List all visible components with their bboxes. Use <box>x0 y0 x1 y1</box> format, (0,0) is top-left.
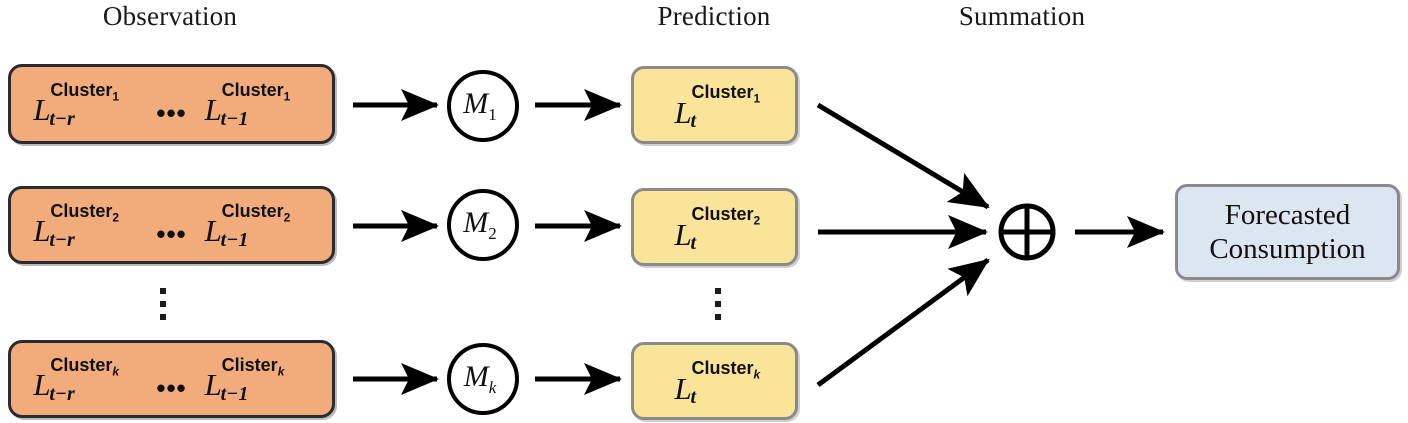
arrow-prediction-1-to-summation <box>816 102 990 210</box>
term-subscript: t−r <box>49 108 75 130</box>
observation-box-cluster-2[interactable]: L Cluster2 t−r ••• L Cluster2 t−1 <box>8 186 335 264</box>
model-label-2: M2 <box>463 206 497 243</box>
forecasted-consumption-box[interactable]: Forecasted Consumption <box>1175 184 1400 280</box>
model-circle-1[interactable]: M1 <box>447 70 519 142</box>
prediction-vertical-ellipsis <box>715 288 721 320</box>
model-circle-k[interactable]: Mk <box>447 343 519 415</box>
dot <box>160 301 166 307</box>
output-line-1: Forecasted <box>1224 198 1351 231</box>
term-superscript: Cluster1 <box>50 80 120 104</box>
prediction-box-cluster-2[interactable]: L Cluster2 t <box>631 188 798 266</box>
term-subscript: t <box>690 110 697 132</box>
term-superscript: Clusterk <box>50 355 120 379</box>
term-subscript: t−r <box>49 383 75 405</box>
term-base: L <box>204 213 222 248</box>
horizontal-ellipsis: ••• <box>156 98 187 128</box>
observation-row-k-content: L Clusterk t−r ••• L Clisterk t−1 <box>33 355 310 404</box>
term-observation-k-first: L Clusterk t−r <box>33 355 138 404</box>
term-base: L <box>674 217 692 252</box>
term-prediction-2: L Cluster2 t <box>675 204 771 254</box>
horizontal-ellipsis: ••• <box>156 219 187 249</box>
summation-symbol <box>998 203 1056 261</box>
observation-row-1-content: L Cluster1 t−r ••• L Cluster1 t−1 <box>33 80 310 129</box>
term-base: L <box>204 367 222 402</box>
term-base: L <box>674 95 692 130</box>
forecasted-consumption-label: Forecasted Consumption <box>1209 198 1365 266</box>
term-observation-2-last: L Cluster2 t−1 <box>204 201 310 250</box>
observation-box-cluster-k[interactable]: L Clusterk t−r ••• L Clisterk t−1 <box>8 340 335 418</box>
term-base: L <box>33 213 51 248</box>
model-circle-2[interactable]: M2 <box>447 189 519 261</box>
term-subscript: t−1 <box>220 383 249 405</box>
dot <box>715 288 721 294</box>
term-superscript: Cluster2 <box>50 201 120 225</box>
header-summation: Summation <box>958 1 1086 31</box>
prediction-box-cluster-k[interactable]: L Clusterk t <box>631 342 798 420</box>
dot <box>715 301 721 307</box>
horizontal-ellipsis: ••• <box>156 373 187 403</box>
arrow-prediction-k-to-summation <box>816 257 990 388</box>
term-superscript: Clisterk <box>221 355 285 379</box>
term-base: L <box>204 92 222 127</box>
observation-row-2-content: L Cluster2 t−r ••• L Cluster2 t−1 <box>33 201 310 250</box>
term-superscript: Cluster1 <box>221 80 291 104</box>
term-subscript: t−1 <box>220 229 249 251</box>
term-subscript: t <box>690 386 697 408</box>
dot <box>160 314 166 320</box>
header-observation: Observation <box>102 1 238 31</box>
term-superscript: Clusterk <box>691 358 761 382</box>
term-observation-1-last: L Cluster1 t−1 <box>204 80 310 129</box>
dot <box>715 314 721 320</box>
term-observation-2-first: L Cluster2 t−r <box>33 201 138 250</box>
term-superscript: Cluster2 <box>221 201 291 225</box>
model-label-k: Mk <box>463 360 497 397</box>
term-subscript: t−1 <box>220 108 249 130</box>
header-prediction: Prediction <box>657 1 771 31</box>
observation-vertical-ellipsis <box>160 288 166 320</box>
term-prediction-1: L Cluster1 t <box>675 82 771 132</box>
term-base: L <box>674 371 692 406</box>
prediction-box-cluster-1[interactable]: L Cluster1 t <box>631 66 798 144</box>
term-prediction-k: L Clusterk t <box>675 358 771 408</box>
term-superscript: Cluster1 <box>691 82 761 106</box>
term-observation-k-last: L Clisterk t−1 <box>204 355 310 404</box>
term-base: L <box>33 367 51 402</box>
dot <box>160 288 166 294</box>
term-base: L <box>33 92 51 127</box>
term-subscript: t−r <box>49 229 75 251</box>
model-label-1: M1 <box>463 87 497 124</box>
term-subscript: t <box>690 232 697 254</box>
output-line-2: Consumption <box>1209 233 1366 265</box>
observation-box-cluster-1[interactable]: L Cluster1 t−r ••• L Cluster1 t−1 <box>8 64 335 144</box>
term-superscript: Cluster2 <box>691 204 761 228</box>
term-observation-1-first: L Cluster1 t−r <box>33 80 138 129</box>
